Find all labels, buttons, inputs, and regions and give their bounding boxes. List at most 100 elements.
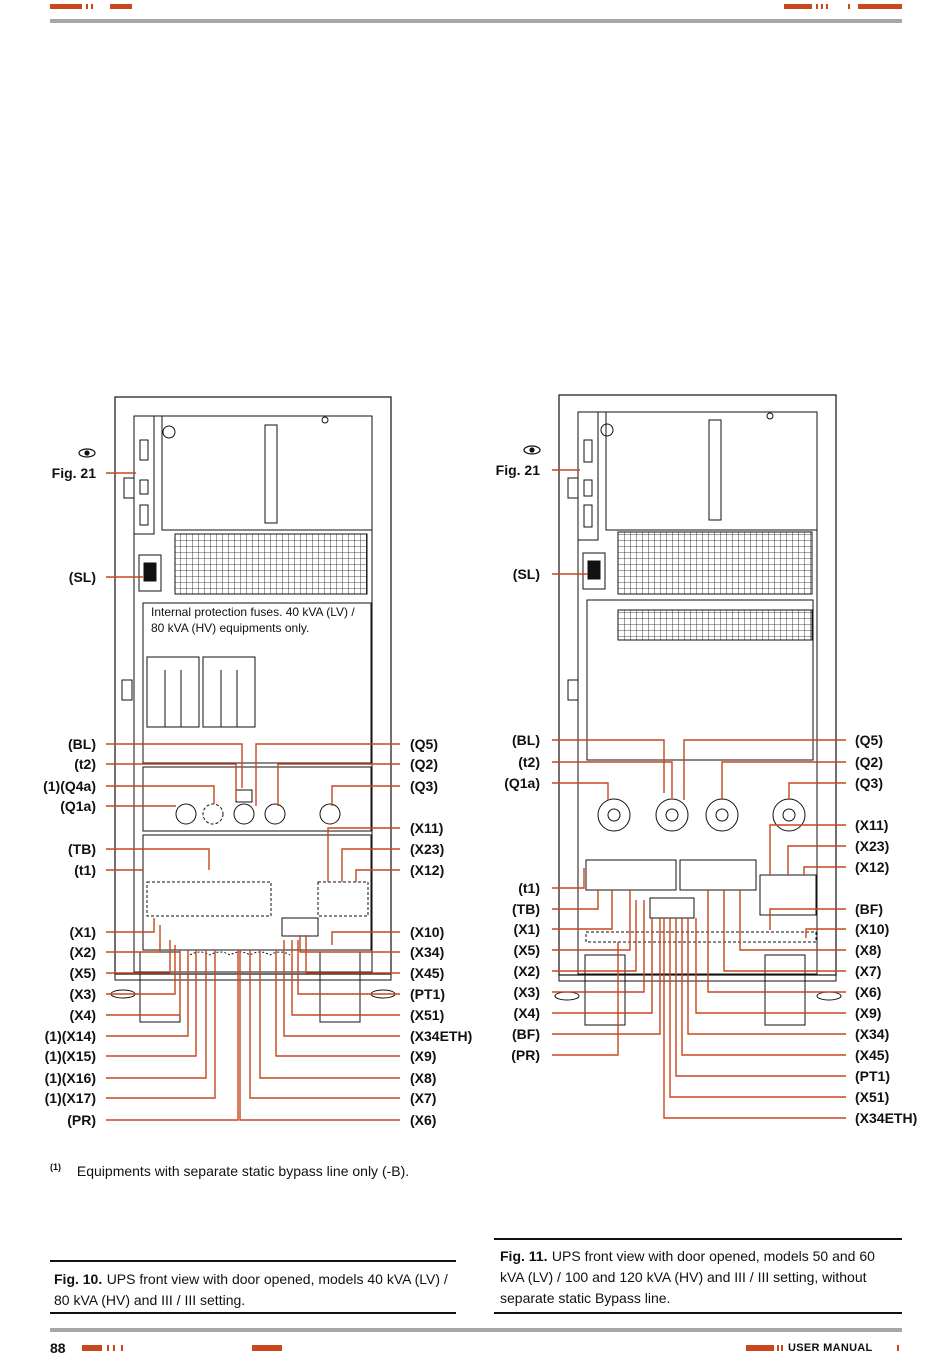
fig11-caption-box: Fig. 11. UPS front view with door opened… (494, 1238, 902, 1314)
fig11-left-label: (BL) (512, 732, 540, 748)
fig10-left-label: (1)(X16) (44, 1070, 96, 1086)
fig10-left-label: (t2) (74, 756, 96, 772)
fig10-right-label: (Q3) (410, 778, 438, 794)
fig10-left-label: (X2) (69, 944, 96, 960)
fig10-left-label: (Q1a) (60, 798, 96, 814)
footnote-marker: (1) (50, 1162, 61, 1172)
header-bar-left-2 (110, 4, 132, 9)
manual-label: USER MANUAL (788, 1342, 873, 1354)
fig11-caption: UPS front view with door opened, models … (500, 1248, 875, 1306)
fig11-right-label: (X6) (855, 984, 882, 1000)
fig10-left-label: (1)(X15) (44, 1048, 96, 1064)
fig11-right-label: (X23) (855, 838, 890, 854)
footer-rule (50, 1328, 902, 1332)
fig10-left-label: (SL) (68, 569, 96, 585)
fig10-left-label: (X5) (69, 965, 96, 981)
header-rule (50, 19, 902, 23)
footer-bar-mid (252, 1345, 282, 1351)
fig11-right-label: (X34ETH) (855, 1110, 918, 1126)
footnote: (1) Equipments with separate static bypa… (50, 1162, 409, 1179)
fig11-left-label: (X3) (513, 984, 540, 1000)
fig10-left-label: (1)(X17) (44, 1090, 96, 1106)
fig10-right-label: (X12) (410, 862, 445, 878)
header-tick (86, 4, 88, 9)
footer-tick (777, 1345, 779, 1351)
fig11-right-label: (X45) (855, 1047, 890, 1063)
fig10-led-column (264, 424, 278, 524)
fig10-left-label: (BL) (68, 736, 96, 752)
fig10-caption: UPS front view with door opened, models … (54, 1271, 448, 1308)
eye-icon (523, 445, 541, 455)
fig10-left-label: (1)(X14) (44, 1028, 96, 1044)
fig11-left-label: (X5) (513, 942, 540, 958)
fig10-right-label: (X34) (410, 944, 445, 960)
footer-tick (897, 1345, 899, 1351)
fig11-right-label: (X10) (855, 921, 890, 937)
fig10-left-label: (t1) (74, 862, 96, 878)
fig11-leader-lines (552, 469, 846, 1119)
fig11-left-label: (TB) (512, 901, 540, 917)
fig10-leader-lines (106, 472, 400, 1121)
fig10-left-label: (PR) (67, 1112, 96, 1128)
fig10-fuse-note: Internal protection fuses. 40 kVA (LV) /… (151, 605, 355, 635)
fig11-left-label: (X1) (513, 921, 540, 937)
fig11-right-label: (Q3) (855, 775, 883, 791)
header-tick (848, 4, 850, 9)
fig10-right-label: (Q2) (410, 756, 438, 772)
fig11-left-label: (PR) (511, 1047, 540, 1063)
fig11-right-label: (X9) (855, 1005, 882, 1021)
fig11-left-label: Fig. 21 (495, 462, 540, 478)
fig10-right-label: (X6) (410, 1112, 437, 1128)
footnote-text: Equipments with separate static bypass l… (76, 1162, 410, 1179)
fig11-left-label: (X4) (513, 1005, 540, 1021)
fig11-left-label: (t2) (518, 754, 540, 770)
fig11-right-label: (Q2) (855, 754, 883, 770)
footer-bar (82, 1345, 102, 1351)
footer-tick (781, 1345, 783, 1351)
fig11-left-label: (SL) (512, 566, 540, 582)
fig10-caption-box: Fig. 10. UPS front view with door opened… (50, 1260, 456, 1314)
footer-bar-right (746, 1345, 774, 1351)
fig10-left-label: (X4) (69, 1007, 96, 1023)
fig11-right-label: (X12) (855, 859, 890, 875)
page-number: 88 (50, 1340, 66, 1356)
fig10-right-label: (X23) (410, 841, 445, 857)
header-tick (91, 4, 93, 9)
fig10-right-label: (Q5) (410, 736, 438, 752)
fig10-right-label: (X51) (410, 1007, 445, 1023)
header-tick (826, 4, 828, 9)
fig10-right-label: (X10) (410, 924, 445, 940)
fig10-number: Fig. 10. (54, 1271, 103, 1287)
fig10-right-label: (X9) (410, 1048, 437, 1064)
fig11-right-label: (X7) (855, 963, 882, 979)
fig10-right-label: (PT1) (410, 986, 445, 1002)
eye-icon (78, 448, 96, 458)
fig11-cabinet (554, 394, 842, 1026)
fig10-left-label: (1)(Q4a) (43, 778, 96, 794)
fig11-right-label: (X8) (855, 942, 882, 958)
fig11-left-label: (BF) (512, 1026, 540, 1042)
header-bar-right-2 (858, 4, 902, 9)
fig10-left-label: Fig. 21 (51, 465, 96, 481)
fig11-right-label: (X51) (855, 1089, 890, 1105)
fig11-right-label: (BF) (855, 901, 883, 917)
fig11-right-label: (X11) (855, 817, 889, 833)
fig10-right-label: (X34ETH) (410, 1028, 473, 1044)
footer-tick (121, 1345, 123, 1351)
footer-tick (107, 1345, 109, 1351)
fig10-left-label: (TB) (68, 841, 96, 857)
header-tick (821, 4, 823, 9)
fig10-left-label: (X1) (69, 924, 96, 940)
header-tick (816, 4, 818, 9)
fig10-left-label: (X3) (69, 986, 96, 1002)
fig11-right-label: (Q5) (855, 732, 883, 748)
header-bar-left (50, 4, 82, 9)
fig11-left-label: (Q1a) (504, 775, 540, 791)
fig11-right-label: (PT1) (855, 1068, 890, 1084)
header-bar-right (784, 4, 812, 9)
footer-tick (113, 1345, 115, 1351)
fig10-right-label: (X45) (410, 965, 445, 981)
fig10-right-label: (X11) (410, 820, 444, 836)
fig10-right-label: (X7) (410, 1090, 437, 1106)
